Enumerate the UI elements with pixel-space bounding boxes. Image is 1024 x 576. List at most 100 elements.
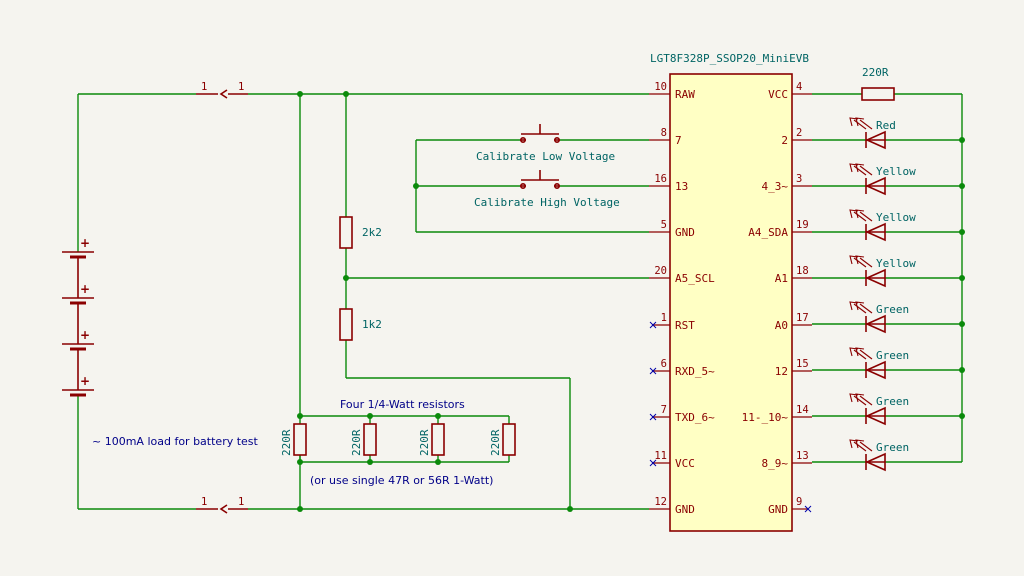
load-alternative-note: (or use single 47R or 56R 1-Watt) xyxy=(310,474,493,487)
connector-bottom: 1 1 xyxy=(196,496,248,514)
pin-name: RAW xyxy=(675,88,695,101)
led-green-8: Green xyxy=(849,439,909,472)
pin-name: 11-_10~ xyxy=(742,411,789,424)
mcu-lgt8f328p: LGT8F328P_SSOP20_MiniEVB 10RAW8716135GND… xyxy=(649,52,812,532)
connector-top: 1 1 xyxy=(196,81,248,99)
pin-number: 9 xyxy=(796,496,802,508)
pin-name: 13 xyxy=(675,180,688,193)
switch-calibrate-low: Calibrate Low Voltage xyxy=(476,124,615,163)
led-array: RedYellowYellowYellowGreenGreenGreenGree… xyxy=(849,117,916,472)
junctions xyxy=(297,91,965,512)
led-red-1: Red xyxy=(849,117,896,150)
pin-name: 4_3~ xyxy=(762,180,789,193)
pin-name: TXD_6~ xyxy=(675,411,715,424)
battery-plus-4: + xyxy=(80,374,90,388)
pin-name: GND xyxy=(675,226,695,239)
pin-number: 10 xyxy=(654,81,667,93)
pin-number: 1 xyxy=(661,312,667,324)
pin-number: 7 xyxy=(661,404,667,416)
pin-number: 3 xyxy=(796,173,802,185)
load-resistor-3-label: 220R xyxy=(418,429,431,456)
led-color-label: Green xyxy=(876,441,909,454)
battery-pack: + + + + xyxy=(62,236,94,397)
led-color-label: Green xyxy=(876,395,909,408)
switch-calibrate-high: Calibrate High Voltage xyxy=(474,170,620,209)
pin-number: 17 xyxy=(796,312,809,324)
connector-bottom-pin-a: 1 xyxy=(201,496,207,508)
pin-name: RXD_5~ xyxy=(675,365,715,378)
pin-number: 4 xyxy=(796,81,802,93)
pin-number: 18 xyxy=(796,265,809,277)
resistor-2k2-label: 2k2 xyxy=(362,226,382,239)
pin-number: 14 xyxy=(796,404,809,416)
led-resistor-label: 220R xyxy=(862,66,889,79)
led-yellow-3: Yellow xyxy=(849,209,916,242)
switch-high-label: Calibrate High Voltage xyxy=(474,196,620,209)
pin-name: 8_9~ xyxy=(762,457,789,470)
load-title-note: Four 1/4-Watt resistors xyxy=(340,398,465,411)
pin-number: 16 xyxy=(654,173,667,185)
load-resistors: 220R 220R 220R 220R xyxy=(280,423,516,456)
pin-number: 19 xyxy=(796,219,809,231)
mcu-pin-2: 22 xyxy=(781,127,812,147)
led-green-7: Green xyxy=(849,393,909,426)
led-yellow-4: Yellow xyxy=(849,255,916,288)
led-yellow-2: Yellow xyxy=(849,163,916,196)
mcu-pin-13: 138_9~ xyxy=(762,450,812,470)
mcu-pin-3: 3 4_3~ xyxy=(762,173,812,193)
pin-name: GND xyxy=(675,503,695,516)
led-green-5: Green xyxy=(849,301,909,334)
pin-name: GND xyxy=(768,503,788,516)
resistor-2k2: 2k2 xyxy=(339,216,382,249)
pin-name: 2 xyxy=(781,134,788,147)
mcu-pins: 10RAW8716135GND20A5_SCL1RST6RXD_5~7TXD_6… xyxy=(649,81,812,516)
pin-number: 8 xyxy=(661,127,667,139)
pin-number: 20 xyxy=(654,265,667,277)
load-resistor-4-label: 220R xyxy=(489,429,502,456)
mcu-title: LGT8F328P_SSOP20_MiniEVB xyxy=(650,52,809,65)
mcu-pin-14: 14 11-_10~ xyxy=(742,404,812,424)
pin-name: VCC xyxy=(675,457,695,470)
pin-name: VCC xyxy=(768,88,788,101)
battery-plus-2: + xyxy=(80,282,90,296)
connector-top-pin-b: 1 xyxy=(238,81,244,93)
load-resistor-1-label: 220R xyxy=(280,429,293,456)
led-green-6: Green xyxy=(849,347,909,380)
battery-plus-1: + xyxy=(80,236,90,250)
resistor-1k2: 1k2 xyxy=(339,308,382,341)
pin-name: A4_SDA xyxy=(748,226,788,239)
led-color-label: Green xyxy=(876,303,909,316)
pin-number: 12 xyxy=(654,496,667,508)
mcu-pin-8: 87 xyxy=(649,127,682,147)
pin-name: A5_SCL xyxy=(675,272,715,285)
pin-number: 5 xyxy=(661,219,667,231)
pin-number: 6 xyxy=(661,358,667,370)
load-resistor-2-label: 220R xyxy=(350,429,363,456)
led-color-label: Yellow xyxy=(876,211,916,224)
led-color-label: Yellow xyxy=(876,165,916,178)
load-purpose-note: ~ 100mA load for battery test xyxy=(92,435,259,448)
connector-top-pin-a: 1 xyxy=(201,81,207,93)
pin-name: 12 xyxy=(775,365,788,378)
pin-number: 11 xyxy=(654,450,667,462)
resistor-220r-led: 220R xyxy=(861,66,895,101)
pin-name: A1 xyxy=(775,272,788,285)
battery-plus-3: + xyxy=(80,328,90,342)
pin-name: 7 xyxy=(675,134,682,147)
connector-bottom-pin-b: 1 xyxy=(238,496,244,508)
led-color-label: Red xyxy=(876,119,896,132)
